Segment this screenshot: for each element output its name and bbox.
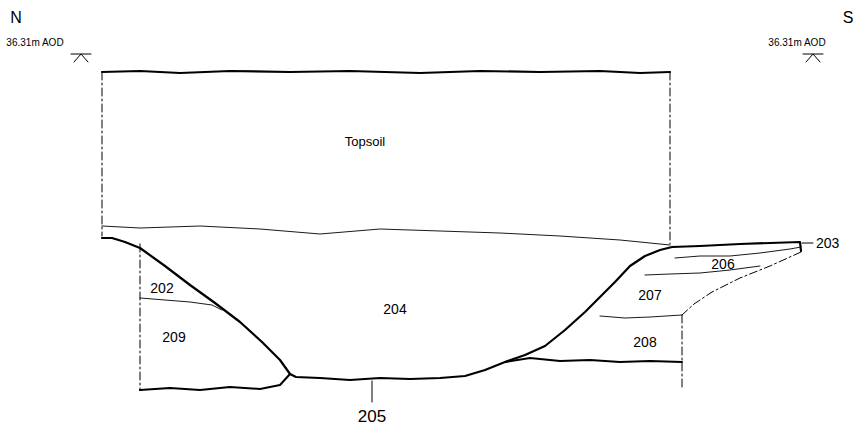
context-number: 207 [638, 288, 661, 302]
context-number: 209 [162, 330, 185, 344]
datum-level: 36.31m AOD [768, 38, 825, 48]
context-number: 202 [150, 281, 173, 295]
context-number: 203 [816, 236, 839, 250]
cut-edge [102, 238, 801, 380]
layer-boundary [140, 247, 801, 318]
datum-level: 36.31m AOD [6, 38, 63, 48]
compass-point: S [843, 10, 854, 26]
datum-marker [71, 54, 823, 62]
layer-boundary [102, 226, 670, 245]
ground-surface [102, 71, 670, 73]
layer-name: Topsoil [345, 135, 385, 148]
context-number: 204 [383, 302, 406, 316]
section-base [140, 374, 290, 390]
compass-point: N [10, 10, 22, 26]
context-number: 208 [633, 335, 656, 349]
leader-line [372, 243, 813, 402]
section-base [505, 358, 682, 362]
context-number: 206 [711, 257, 734, 271]
context-number: 205 [358, 408, 386, 425]
section-limit [102, 72, 801, 390]
